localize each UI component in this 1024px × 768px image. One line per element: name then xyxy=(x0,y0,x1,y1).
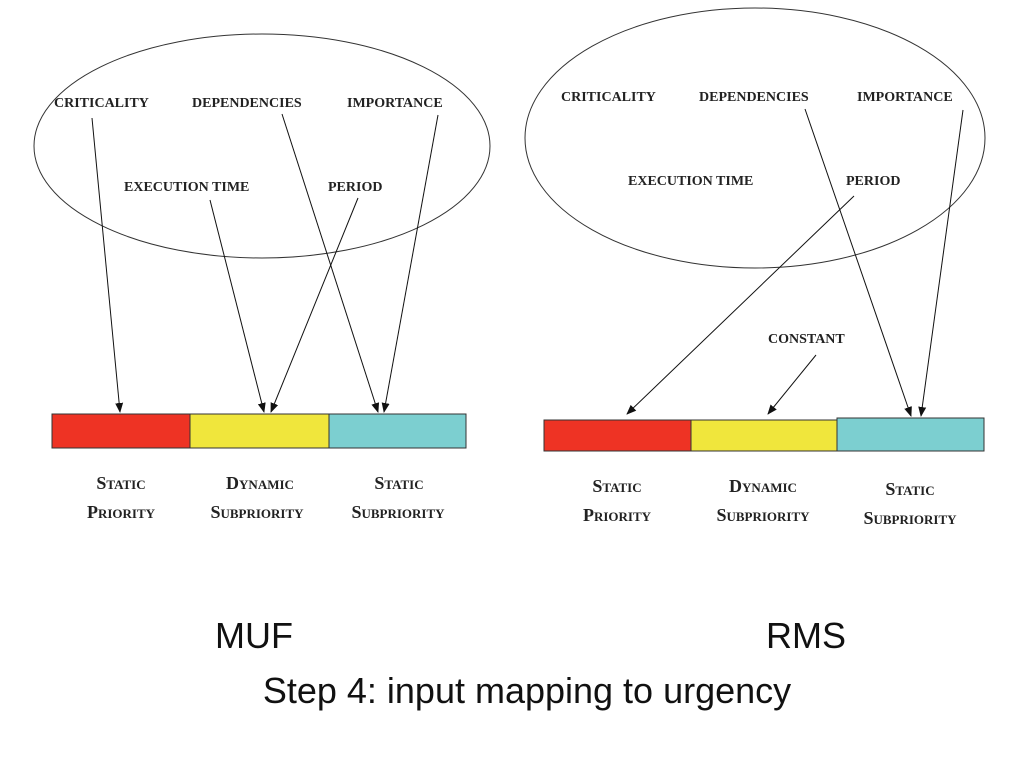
rms-period-label: PERIOD xyxy=(846,174,900,189)
rms-dependencies-label: DEPENDENCIES xyxy=(699,90,809,105)
rms-constant-label: CONSTANT xyxy=(768,332,845,347)
rms-static-subpriority-label-2: Subpriority xyxy=(863,508,957,528)
muf-diagram: CRITICALITY DEPENDENCIES IMPORTANCE EXEC… xyxy=(33,33,491,522)
muf-dynamic-subpriority-segment xyxy=(189,413,330,449)
muf-dependencies-label: DEPENDENCIES xyxy=(192,96,302,111)
rms-criticality-label: CRITICALITY xyxy=(561,90,656,105)
muf-execution-time-label: EXECUTION TIME xyxy=(124,180,249,195)
muf-arrow-importance xyxy=(381,114,439,413)
muf-dynamic-subpriority-label-1: Dynamic xyxy=(226,473,294,493)
muf-static-subpriority-label-2: Subpriority xyxy=(351,502,445,522)
rms-arrow-importance xyxy=(918,109,964,417)
muf-arrow-criticality xyxy=(91,117,124,413)
rms-arrow-dependencies xyxy=(804,108,912,417)
muf-criticality-label: CRITICALITY xyxy=(54,96,149,111)
muf-static-priority-label-2: Priority xyxy=(87,502,156,522)
rms-static-priority-segment xyxy=(543,419,692,452)
rms-importance-label: IMPORTANCE xyxy=(857,90,953,105)
slide-subtitle: Step 4: input mapping to urgency xyxy=(263,670,791,711)
muf-arrow-execution-time xyxy=(209,199,266,413)
rms-static-priority-label-1: Static xyxy=(592,476,641,496)
rms-static-subpriority-label-1: Static xyxy=(885,479,934,499)
muf-input-ellipse xyxy=(33,33,491,259)
rms-execution-time-label: EXECUTION TIME xyxy=(628,174,753,189)
rms-static-priority-label-2: Priority xyxy=(583,505,652,525)
muf-arrow-dependencies xyxy=(281,113,380,413)
muf-static-priority-label-1: Static xyxy=(96,473,145,493)
muf-static-priority-segment xyxy=(51,413,191,449)
rms-dynamic-subpriority-segment xyxy=(690,419,838,452)
rms-dynamic-subpriority-label-1: Dynamic xyxy=(729,476,797,496)
rms-arrow-constant xyxy=(767,354,817,415)
rms-dynamic-subpriority-label-2: Subpriority xyxy=(716,505,810,525)
rms-caption: RMS xyxy=(766,615,846,656)
rms-arrow-period xyxy=(626,195,855,415)
muf-importance-label: IMPORTANCE xyxy=(347,96,443,111)
rms-static-subpriority-segment xyxy=(836,417,985,452)
rms-diagram: CRITICALITY DEPENDENCIES IMPORTANCE EXEC… xyxy=(524,7,986,528)
muf-static-subpriority-segment xyxy=(328,413,467,449)
rms-input-ellipse xyxy=(524,7,986,269)
muf-dynamic-subpriority-label-2: Subpriority xyxy=(210,502,304,522)
muf-static-subpriority-label-1: Static xyxy=(374,473,423,493)
muf-arrow-period xyxy=(270,197,359,413)
muf-period-label: PERIOD xyxy=(328,180,382,195)
muf-caption: MUF xyxy=(215,615,293,656)
